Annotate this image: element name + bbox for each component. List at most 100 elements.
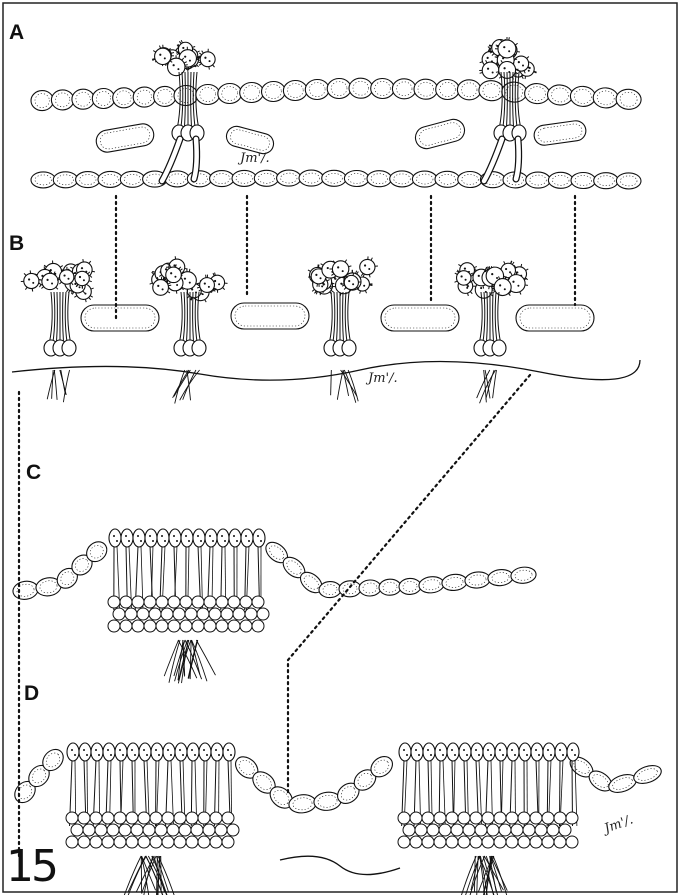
spore-spike	[25, 287, 27, 289]
spore-spike	[39, 280, 42, 281]
hypha	[124, 856, 141, 895]
basal-cell	[120, 620, 132, 632]
spore-spike	[360, 291, 361, 294]
spore-spike	[480, 62, 483, 63]
spore-spike	[168, 285, 171, 286]
spore-dot	[490, 754, 492, 756]
spore-dot	[547, 749, 549, 751]
basal-cell	[228, 620, 240, 632]
epithelial-cell	[288, 793, 317, 814]
sporophore-stalk	[65, 292, 67, 342]
panel-label-c: C	[26, 462, 41, 483]
spore-dot	[161, 535, 163, 537]
basal-cell	[535, 824, 547, 836]
basal-cell	[228, 596, 240, 608]
spore-spike	[213, 65, 215, 67]
sporophore-stalk	[57, 292, 58, 342]
basal-cell	[180, 620, 192, 632]
spore-cell	[200, 278, 215, 293]
palisade-head	[567, 743, 579, 761]
spore-spike	[348, 266, 351, 267]
basal-cell	[434, 836, 446, 848]
basal-cell	[179, 824, 191, 836]
basal-cell	[240, 620, 252, 632]
basal-cell	[83, 824, 95, 836]
sporophore-stalk	[503, 72, 505, 127]
hypha	[474, 856, 475, 892]
epithelial-cell	[399, 578, 422, 595]
palisade-head	[543, 743, 555, 761]
spore-dot	[461, 275, 463, 277]
sporophore-stalk	[333, 292, 335, 342]
basal-cell	[192, 620, 204, 632]
spore-dot	[74, 754, 76, 756]
spore-dot	[327, 267, 329, 269]
spore-spike	[455, 281, 458, 282]
spore-dot	[320, 277, 322, 279]
basal-cell	[66, 812, 78, 824]
spore-spike	[179, 41, 181, 43]
spore-dot	[487, 749, 489, 751]
spore-spike	[59, 282, 61, 284]
spore-dot	[167, 749, 169, 751]
basal-cell	[132, 620, 144, 632]
spore-dot	[348, 280, 350, 282]
palisade-head	[109, 529, 121, 547]
basal-cell	[143, 824, 155, 836]
cell-fragment	[381, 305, 459, 331]
cell-fragment	[413, 117, 467, 151]
spore-spike	[72, 292, 74, 295]
spore-spike	[357, 272, 359, 275]
palisade-head	[211, 743, 223, 761]
basal-cell	[227, 824, 239, 836]
epithelial-cell	[51, 90, 74, 111]
palisade-head	[193, 529, 205, 547]
spore-spike	[504, 261, 505, 264]
spore-dot	[523, 749, 525, 751]
epithelial-cell	[98, 171, 123, 187]
epithelial-cell	[631, 762, 663, 787]
spore-dot	[492, 71, 494, 73]
spore-spike	[150, 283, 153, 284]
basal-cell	[168, 596, 180, 608]
sporophore-stalk	[343, 292, 344, 342]
epithelial-cell	[92, 88, 115, 109]
palisade-head	[199, 743, 211, 761]
spore-spike	[496, 72, 499, 73]
spore-spike	[315, 291, 317, 294]
epithelial-cell	[571, 172, 596, 188]
spore-spike	[508, 293, 510, 295]
spore-spike	[369, 274, 370, 277]
basal-cell	[90, 836, 102, 848]
spore-dot	[466, 754, 468, 756]
palisade-head	[151, 743, 163, 761]
palisade-head	[399, 743, 411, 761]
epithelial-cell	[487, 568, 514, 587]
basal-cell	[542, 812, 554, 824]
spore-spike	[185, 65, 188, 66]
spore-dot	[487, 57, 489, 59]
spore-spike	[455, 273, 458, 274]
spore-dot	[502, 754, 504, 756]
spore-cell	[482, 62, 499, 79]
hypha	[460, 856, 476, 895]
basal-cell	[245, 608, 257, 620]
spore-dot	[574, 754, 576, 756]
epithelial-cell	[210, 171, 235, 187]
spore-dot	[159, 54, 161, 56]
sporophore-stalk	[50, 292, 53, 342]
palisade-head	[519, 743, 531, 761]
basal-cell	[446, 812, 458, 824]
spore-dot	[81, 267, 83, 269]
epithelial-cell	[510, 566, 537, 585]
basal-cell	[494, 812, 506, 824]
spore-spike	[90, 296, 93, 298]
basal-cell	[185, 608, 197, 620]
spore-dot	[499, 284, 501, 286]
spore-spike	[92, 271, 95, 272]
basal-cell	[162, 836, 174, 848]
palisade-head	[507, 743, 519, 761]
hypha	[174, 370, 190, 396]
sporophore-stalk	[193, 292, 194, 342]
spore-dot	[51, 283, 53, 285]
